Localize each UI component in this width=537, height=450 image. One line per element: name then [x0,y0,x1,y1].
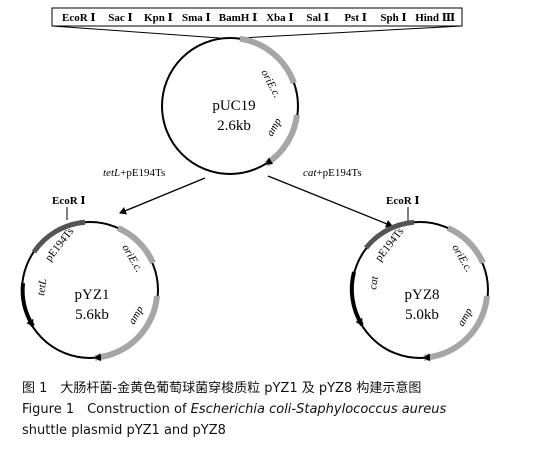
puc19-ori-segment [239,35,297,85]
plasmid-pyz8: EcoR Ⅰ pE194Ts cat oriE.c. amp pYZ8 5.0k… [349,195,490,362]
pyz8-marker-label: cat [367,275,381,291]
caption-line-en-1: Figure 1 Construction of Escherichia col… [22,399,527,420]
mcs-site-0: EcoR Ⅰ [62,12,96,24]
mcs-lead-left [51,25,221,39]
pyz8-cat-segment [349,271,364,327]
plasmid-diagram: EcoR Ⅰ Sac Ⅰ Kpn Ⅰ Sma Ⅰ BamH Ⅰ Xba Ⅰ Sal Ⅰ Pst… [20,7,490,362]
puc19-size: 2.6kb [217,118,251,134]
mcs-labels: EcoR Ⅰ Sac Ⅰ Kpn Ⅰ Sma Ⅰ BamH Ⅰ Xba Ⅰ Sal Ⅰ Pst… [62,12,455,24]
pyz8-pe194-segment [364,219,415,250]
pyz8-size: 5.0kb [405,307,439,323]
mcs-site-7: Pst Ⅰ [344,12,367,24]
mcs-site-9: Hind Ⅲ [415,12,455,24]
plasmid-pyz1: EcoR Ⅰ pE194Ts tetL oriE.c. amp pYZ1 5.6… [20,195,160,362]
mcs-site-6: Sal Ⅰ [306,12,329,24]
pyz8-site-label: EcoR Ⅰ [386,195,420,207]
pyz1-amp-label: amp [126,304,146,327]
pyz1-amp-segment [94,295,160,362]
mcs-site-1: Sac Ⅰ [108,12,132,24]
puc19-ori-label: oriE.c. [258,68,283,100]
mcs-site-4: BamH Ⅰ [219,12,257,24]
pyz1-size: 5.6kb [75,307,109,323]
arrow-to-pyz8 [267,175,393,228]
pyz8-amp-segment [423,295,490,362]
puc19-amp-segment [264,114,300,167]
caption-line-cn: 图 1 大肠杆菌-金黄色葡萄球菌穿梭质粒 pYZ1 及 pYZ8 构建示意图 [22,381,422,396]
figure-caption: 图 1 大肠杆菌-金黄色葡萄球菌穿梭质粒 pYZ1 及 pYZ8 构建示意图 F… [22,378,527,441]
arrow-to-pyz1 [119,177,206,215]
caption-en-prefix: Figure 1 Construction of [22,402,191,417]
pyz1-marker-label: tetL [35,278,49,297]
plasmid-puc19: oriE.c. amp pUC19 2.6kb [161,35,300,175]
pyz1-pe194-segment [31,219,86,254]
pyz1-ori-segment [116,225,156,265]
pyz8-ori-segment [446,225,486,265]
mcs-site-8: Sph Ⅰ [380,12,406,24]
mcs-box [51,7,463,27]
mcs-site-5: Xba Ⅰ [266,12,293,24]
pyz1-name: pYZ1 [75,287,110,303]
puc19-ring [161,37,299,175]
arrow-left-label: tetL+pE194Ts [103,167,165,179]
pyz8-name: pYZ8 [405,287,440,303]
caption-line-en-2: shuttle plasmid pYZ1 and pYZ8 [22,423,226,438]
puc19-amp-label: amp [264,116,284,139]
caption-en-species: Escherichia coli-Staphylococcus aureus [190,402,447,417]
pyz1-site-label: EcoR Ⅰ [52,195,86,207]
arrow-right-label: cat+pE194Ts [303,167,362,179]
pyz8-amp-label: amp [455,306,475,329]
puc19-name: pUC19 [212,98,255,114]
mcs-site-3: Sma Ⅰ [182,12,211,24]
pyz1-tetl-segment [20,282,35,328]
mcs-site-2: Kpn Ⅰ [144,12,173,24]
mcs-lead-right [239,25,463,39]
